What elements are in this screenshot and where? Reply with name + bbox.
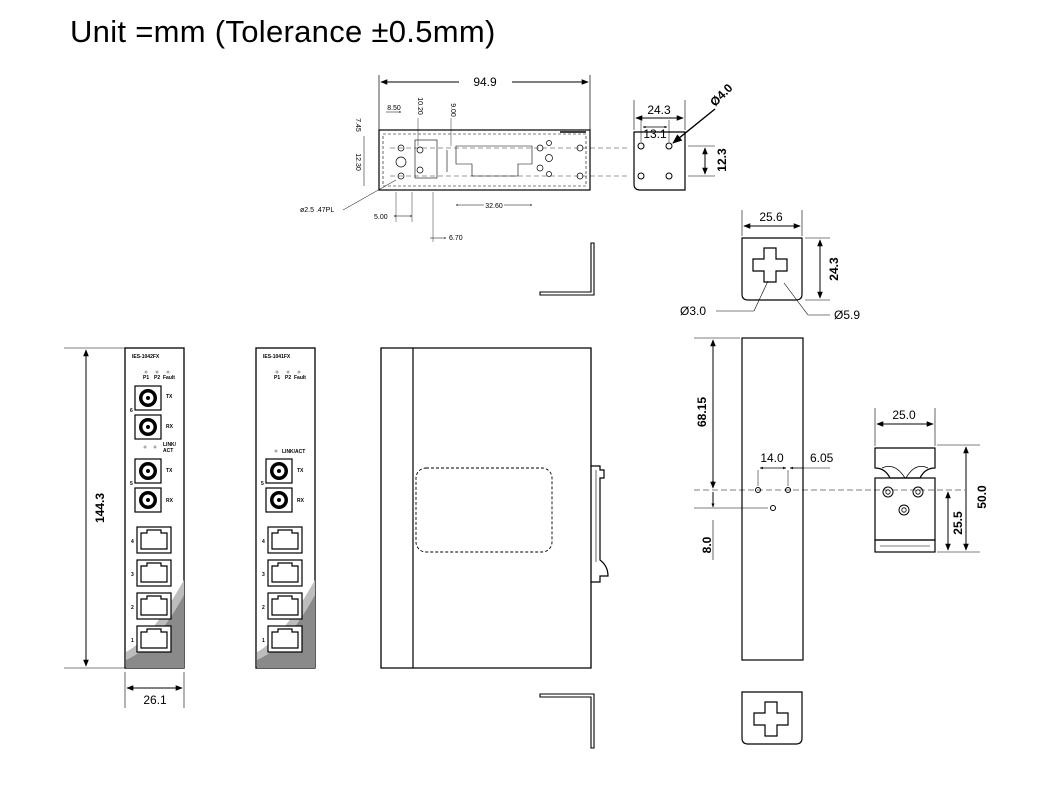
- rj-port-2-b: 2: [262, 605, 265, 611]
- bracket-end-view: 24.3 13.1 Ø4.0 12.3: [633, 81, 736, 191]
- dim-12-30: 12.30: [354, 153, 361, 171]
- dim-24-3-keyhole: 24.3: [827, 257, 841, 281]
- model-label-b: IES-1041FX: [263, 354, 291, 360]
- rj-port-3-b: 3: [262, 572, 265, 578]
- dim-dia-3-0: Ø3.0: [680, 304, 706, 318]
- bracket-profile-top: [539, 242, 595, 296]
- rj-port-3-a: 3: [131, 572, 134, 578]
- dim-hole-4-0: Ø4.0: [707, 81, 736, 110]
- side-label-recess: [415, 467, 553, 553]
- dim-144-3: 144.3: [93, 493, 107, 523]
- keyhole-detail: 25.6 24.3 Ø3.0 Ø5.9: [680, 210, 860, 322]
- model-label-a: IES-1042FX: [132, 354, 160, 360]
- front-panel-ies-1042fx: IES-1042FX P1 P2 Fault 6 TX RX LINK/ACT …: [124, 347, 185, 669]
- rx-label-b5: RX: [297, 498, 305, 504]
- link-act-label-a: LINK/ACT: [163, 442, 177, 454]
- din-clip: 25.0 50.0 25.5: [874, 408, 989, 553]
- hole-callout: ø2.5 .47PL: [300, 207, 334, 214]
- dim-dia-5-9: Ø5.9: [834, 308, 860, 322]
- dim-26-1: 26.1: [143, 693, 167, 707]
- dim-24-3: 24.3: [647, 103, 671, 117]
- port-5-label-b: 5: [261, 481, 264, 487]
- led-p1-b: P1: [274, 375, 280, 381]
- page-title: Unit =mm (Tolerance ±0.5mm): [70, 14, 496, 49]
- dim-25-6: 25.6: [759, 210, 783, 224]
- dim-6-05: 6.05: [810, 451, 834, 465]
- dim-8-50: 8.50: [387, 105, 401, 112]
- dim-6-70: 6.70: [449, 235, 463, 242]
- side-view: [380, 347, 609, 669]
- led-fault-b: Fault: [294, 375, 306, 381]
- rj-port-4-a: 4: [131, 539, 134, 545]
- dim-8-0: 8.0: [700, 536, 714, 553]
- dim-10-20: 10.20: [416, 97, 423, 115]
- top-view-inner: [382, 133, 587, 187]
- tx-label-a5: TX: [166, 468, 173, 474]
- top-view: 94.9 8.50 10.20 9.00 7.45 12.30 ø2.5 .47…: [300, 75, 630, 242]
- port-6-label: 6: [130, 408, 133, 414]
- link-act-label-b: LINK/ACT: [282, 449, 305, 455]
- bracket-profile-bottom: [539, 693, 595, 749]
- led-p1-a: P1: [143, 375, 149, 381]
- port-5-label-a: 5: [130, 481, 133, 487]
- rj-port-2-a: 2: [131, 605, 134, 611]
- dim-5-00: 5.00: [374, 214, 388, 221]
- dim-25-0: 25.0: [892, 408, 916, 422]
- rj-port-1-a: 1: [131, 638, 134, 644]
- dim-32-60: 32.60: [485, 203, 503, 210]
- rx-label-a6: RX: [166, 424, 174, 430]
- front-panel-ies-1041fx: IES-1041FX P1 P2 Fault LINK/ACT 5 TX RX …: [255, 347, 316, 669]
- dim-7-45: 7.45: [354, 118, 361, 132]
- top-view-body: [378, 129, 591, 191]
- dim-9-00: 9.00: [449, 103, 456, 117]
- dim-12-3: 12.3: [715, 148, 729, 172]
- front-view-dims: 144.3 26.1: [64, 347, 185, 708]
- tx-label-a6: TX: [166, 394, 173, 400]
- led-fault-a: Fault: [163, 375, 175, 381]
- dim-68-15: 68.15: [695, 397, 709, 427]
- rx-label-a5: RX: [166, 498, 174, 504]
- dim-50-0: 50.0: [975, 485, 989, 509]
- dim-14-0: 14.0: [760, 451, 784, 465]
- led-p2-a: P2: [154, 375, 160, 381]
- dim-25-5: 25.5: [951, 511, 965, 535]
- keyhole-bottom: [741, 691, 803, 745]
- dim-94-9: 94.9: [473, 75, 497, 89]
- rj-port-1-b: 1: [262, 638, 265, 644]
- rj-port-4-b: 4: [262, 539, 265, 545]
- led-p2-b: P2: [285, 375, 291, 381]
- tx-label-b5: TX: [297, 468, 304, 474]
- rear-view: 68.15 8.0 14.0 6.05: [693, 337, 965, 661]
- dim-13-1: 13.1: [643, 127, 667, 141]
